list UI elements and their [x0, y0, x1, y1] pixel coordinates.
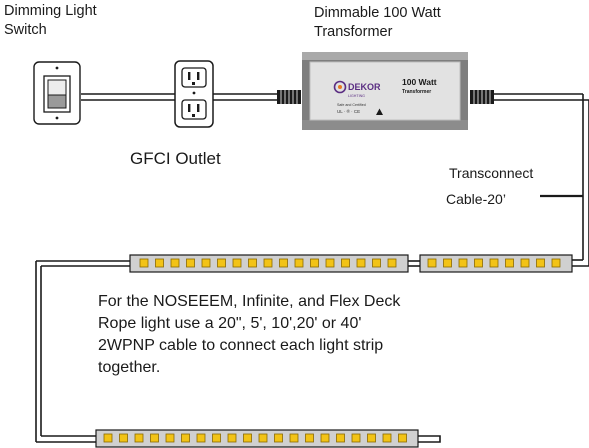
led-chip	[119, 433, 128, 443]
cert-text: Safe and Certified	[337, 103, 366, 107]
led-chip	[289, 433, 299, 443]
note-line: For the NOSEEEM, Infinite, and Flex Deck	[98, 293, 401, 310]
led-chip	[551, 258, 561, 268]
led-chip	[243, 433, 252, 443]
dimmer-switch-label-line1: Dimming Light	[4, 3, 97, 19]
led-chip	[325, 258, 335, 268]
transconnect-cable-label-line1: Transconnect	[449, 165, 534, 181]
led-chip	[227, 433, 237, 443]
led-chip	[520, 258, 530, 268]
led-chip	[294, 258, 304, 268]
led-chip	[458, 258, 468, 268]
note-line: Rope light use a 20", 5', 10',20' or 40'	[98, 315, 362, 332]
led-chip	[274, 433, 283, 443]
brand-name: DEKOR	[348, 82, 381, 92]
led-chip	[181, 433, 190, 443]
led-chip	[489, 258, 499, 268]
led-strip-icon	[129, 254, 409, 273]
led-chip	[150, 433, 159, 443]
led-strip-icon	[419, 254, 573, 273]
led-chip	[398, 433, 407, 443]
led-chip	[165, 433, 175, 443]
dimmer-switch-icon	[33, 61, 81, 125]
led-chip	[474, 258, 483, 268]
led-chip	[212, 433, 221, 443]
led-chip	[263, 258, 273, 268]
gfci-outlet-icon	[174, 60, 214, 128]
note-line: together.	[98, 359, 161, 376]
led-chip	[305, 433, 314, 443]
led-chip	[367, 433, 376, 443]
brand-sub: LIGHTING	[348, 94, 365, 98]
led-chip	[186, 258, 195, 268]
transformer-label: Dimmable 100 Watt Transformer	[314, 4, 441, 42]
led-chip	[279, 258, 288, 268]
dimmer-switch-label-line2: Switch	[4, 22, 47, 38]
cert-marks: UL · ® · CE	[337, 108, 360, 114]
led-chip	[248, 258, 257, 268]
led-chip	[351, 433, 361, 443]
wires	[35, 93, 589, 443]
led-chip	[232, 258, 242, 268]
led-chip	[139, 258, 149, 268]
led-chip	[372, 258, 381, 268]
led-chip	[536, 258, 545, 268]
led-chip	[336, 433, 345, 443]
led-chip	[310, 258, 319, 268]
led-chip	[155, 258, 164, 268]
led-chip	[427, 258, 437, 268]
led-chip	[217, 258, 226, 268]
led-chip	[443, 258, 452, 268]
transformer-label-line1: Dimmable 100 Watt	[314, 5, 441, 21]
led-chip	[356, 258, 366, 268]
transformer-model-sub: Transformer	[402, 89, 431, 95]
led-chip	[320, 433, 330, 443]
led-chip	[341, 258, 350, 268]
led-chip	[505, 258, 514, 268]
brand-logo: DEKOR LIGHTING	[333, 80, 381, 98]
led-chip	[382, 433, 392, 443]
led-chip	[387, 258, 397, 268]
transconnect-cable-label-line2: Cable-20’	[446, 191, 506, 207]
transformer-icon: DEKOR LIGHTING 100 Watt Transformer Safe…	[277, 52, 494, 130]
gfci-outlet-label: GFCI Outlet	[130, 149, 221, 168]
led-chip	[258, 433, 268, 443]
transformer-model: 100 Watt	[402, 77, 437, 87]
connection-note: For the NOSEEEM, Infinite, and Flex Deck…	[98, 291, 518, 379]
led-chip	[201, 258, 211, 268]
dimmer-switch-label: Dimming Light Switch	[4, 2, 97, 40]
transformer-label-line2: Transformer	[314, 24, 393, 40]
led-strip-icon	[95, 429, 419, 448]
led-chip	[103, 433, 113, 443]
warning-triangle-icon	[376, 108, 383, 115]
note-line: 2WPNP cable to connect each light strip	[98, 337, 384, 354]
led-chip	[196, 433, 206, 443]
led-chip	[134, 433, 144, 443]
led-chip	[170, 258, 180, 268]
